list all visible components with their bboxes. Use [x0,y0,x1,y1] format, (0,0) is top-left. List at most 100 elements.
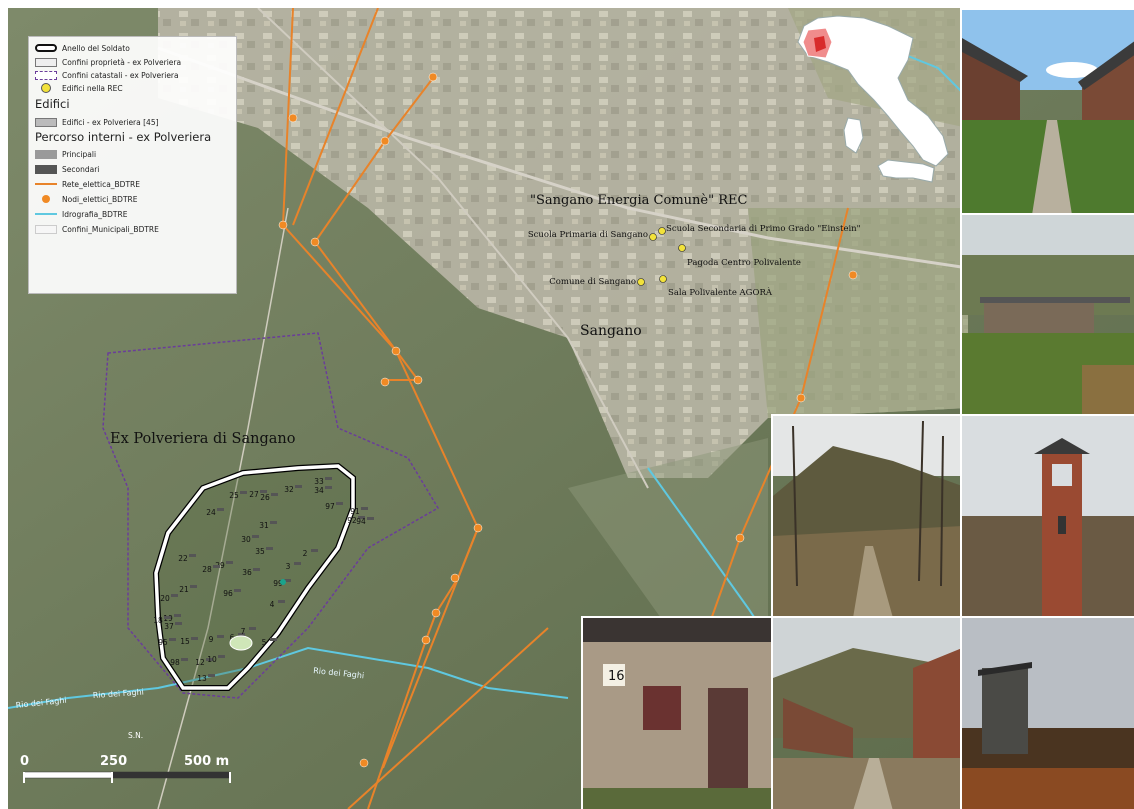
building-footprint [217,635,224,638]
building-number-28: 28 [202,565,212,574]
building-number-26: 26 [260,493,270,502]
map-canvas[interactable]: 2527263233349791929424313035222928363299… [8,8,1134,809]
legend-item-secondari: Secondari [35,164,99,174]
building-footprint [252,535,259,538]
building-number-32: 32 [284,485,294,494]
road-secondary [257,8,649,489]
building-footprint [336,502,343,505]
building-footprint [181,658,188,661]
label-rec-title: "Sangano Energia Comunè" REC [530,193,747,208]
label-sangano-town: Sangano [580,323,642,339]
label-road-sn: S.N. [128,731,143,740]
building-number-5: 5 [262,638,267,647]
building-footprint [311,549,318,552]
building-footprint [260,490,267,493]
building-footprint [240,491,247,494]
building-footprint [284,579,291,582]
building-footprint [171,594,178,597]
building-number-35: 35 [255,547,265,556]
orange-line-icon [35,183,57,185]
legend-item-anello: Anello del Soldato [35,43,130,53]
legend-label: Edifici - ex Polveriera [45] [62,117,159,127]
river-rio-dei-faghi [8,646,569,709]
scale-tick-250: 250 [100,754,127,769]
power-nodes [278,72,858,768]
legend-label: Nodi_elettici_BDTRE [62,194,138,204]
cyan-line-icon [35,213,57,215]
legend-heading-percorso: Percorso interni - ex Polveriera [35,130,212,144]
photo-forest-path [771,414,960,616]
building-footprint [190,585,197,588]
building-footprint [238,633,245,636]
building-number-9: 9 [209,635,214,644]
building-number-4: 4 [270,600,275,609]
building-number-6: 6 [230,633,235,642]
building-number-15: 15 [180,637,190,646]
photo-ruin-sunset [960,616,1134,809]
clearing [568,438,768,628]
legend-item-principali: Principali [35,149,96,159]
building-footprint [234,589,241,592]
scale-tick-0: 0 [20,754,29,769]
building-footprint [217,508,224,511]
rec-building-dots [637,227,686,286]
building-number-98: 98 [170,658,180,667]
orange-dot-icon [42,195,50,203]
building-footprint [226,561,233,564]
building-number-95: 95 [158,638,168,647]
legend-item-confini-proprieta: Confini proprietà - ex Polveriera [35,57,181,67]
photo-buildings-row [771,616,960,809]
label-sala-agora: Sala Polivalente AGORÀ [668,286,773,298]
building-footprint [278,600,285,603]
building-number-99: 99 [273,579,283,588]
building-footprint [164,616,171,619]
building-number-92: 92 [347,516,357,525]
legend-label: Confini catastali - ex Polveriera [62,70,179,80]
legend-label: Secondari [62,164,100,174]
building-number-21: 21 [179,585,189,594]
legend-label: Principali [62,149,97,159]
building-number-24: 24 [206,508,216,517]
legend-label: Confini_Municipali_BDTRE [62,224,159,234]
building-number-37: 37 [164,622,174,631]
label-pagoda: Pagoda Centro Polivalente [687,258,801,268]
photo-ruined-building [960,213,1134,415]
building-number-97: 97 [325,502,335,511]
scale-bar: 0 250 500 m [20,754,231,783]
label-ex-polveriera: Ex Polveriera di Sangano [110,431,295,447]
building-footprint [175,622,182,625]
label-river-2: Rio dei Faghi [93,687,145,700]
building-number-layer: 2527263233349791929424313035222928363299… [153,477,374,683]
legend-item-edifici-polveriera: Edifici - ex Polveriera [45] [35,117,159,127]
legend-label: Confini proprietà - ex Polveriera [62,57,182,67]
photo-sign-number: 16 [608,669,625,684]
building-footprint [266,547,273,550]
building-footprint [270,521,277,524]
building-footprint [253,568,260,571]
building-number-20: 20 [160,594,170,603]
legend-item-rete-elettica: Rete_elettica_BDTRE [35,179,140,189]
building-footprint [361,507,368,510]
building-footprint [367,517,374,520]
legend-label: Edifici nella REC [62,83,123,93]
building-number-96: 96 [223,589,233,598]
italy-inset-map [797,15,949,183]
legend-item-idrografia: Idrografia_BDTRE [35,209,127,219]
label-scuola-secondaria: Scuola Secondaria di Primo Grado "Einste… [666,224,861,234]
yellow-dot-icon [41,83,51,93]
building-number-18: 18 [153,616,163,625]
map-frame: 2527263233349791929424313035222928363299… [8,8,1134,809]
scale-tick-500: 500 m [184,754,229,769]
building-number-33: 33 [314,477,324,486]
building-footprint [213,565,220,568]
legend-label: Rete_elettica_BDTRE [62,179,140,189]
building-number-34: 34 [314,486,324,495]
building-number-94: 94 [356,517,366,526]
building-number-25: 25 [229,491,239,500]
legend-item-nodi-elettici: Nodi_elettici_BDTRE [35,194,137,204]
building-footprint [271,493,278,496]
building-footprint [218,655,225,658]
building-footprint [270,638,277,641]
building-footprint [191,637,198,640]
building-number-10: 10 [207,655,217,664]
